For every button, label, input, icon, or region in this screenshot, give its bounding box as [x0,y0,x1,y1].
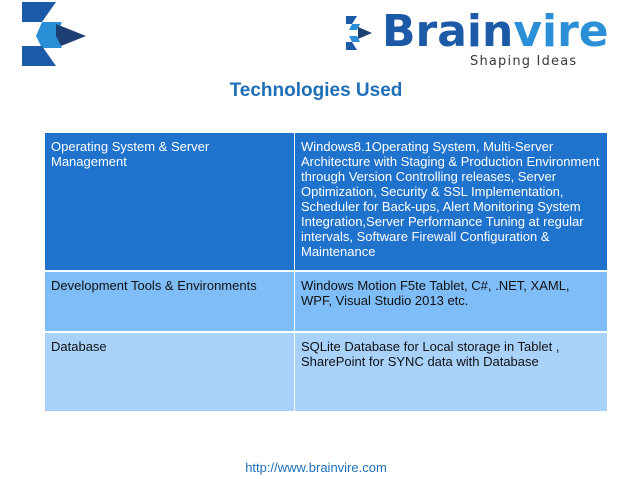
technologies-table: Operating System & Server Management Win… [45,133,608,413]
brand-tagline: Shaping Ideas [470,54,578,69]
brand-logo: Brainvire Shaping Ideas [346,6,636,72]
corner-logo-mark [22,2,88,71]
brand-name-part1: Brain [382,6,514,57]
table-cell-details: Windows8.1Operating System, Multi-Server… [294,133,608,272]
table-cell-category: Database [45,332,295,413]
table-cell-category: Operating System & Server Management [45,133,295,272]
brand-name: Brainvire [382,6,609,58]
brand-chevron-icon [346,16,372,50]
table-cell-details: Windows Motion F5te Tablet, C#, .NET, XA… [294,271,608,333]
page-title: Technologies Used [229,80,403,101]
table-row: Operating System & Server Management Win… [45,133,608,272]
table-cell-details: SQLite Database for Local storage in Tab… [294,332,608,413]
footer-url-link[interactable]: http://www.brainvire.com [245,460,387,475]
brand-name-part2: vire [513,6,609,57]
table-row: Development Tools & Environments Windows… [45,271,608,333]
table-cell-category: Development Tools & Environments [45,271,295,333]
table-row: Database SQLite Database for Local stora… [45,332,608,413]
